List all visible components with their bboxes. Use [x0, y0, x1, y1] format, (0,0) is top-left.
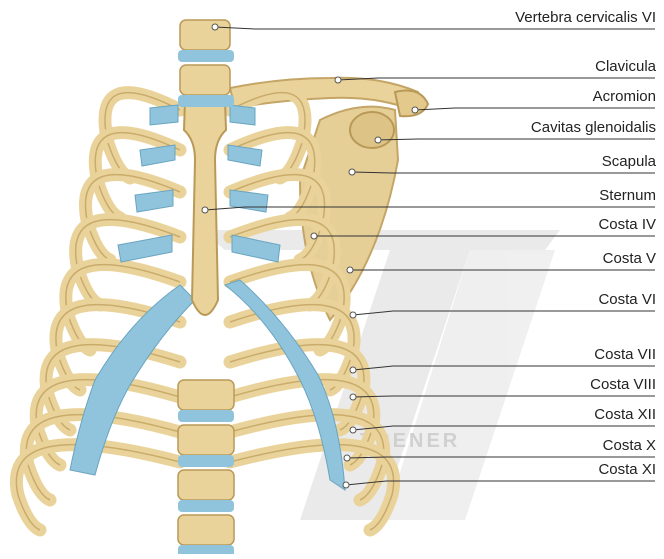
leader-dot: [311, 233, 317, 239]
vertebra: [178, 470, 234, 500]
leader-line: [352, 172, 655, 173]
vertebra: [178, 515, 234, 545]
leader-line: [378, 139, 655, 140]
vertebra: [178, 380, 234, 410]
leader-dot: [347, 267, 353, 273]
vertebra: [178, 425, 234, 455]
label-scapula: Scapula: [602, 153, 656, 171]
sternum: [184, 96, 226, 315]
leader-dot: [335, 77, 341, 83]
intervertebral-disc: [178, 410, 234, 422]
intervertebral-disc: [178, 500, 234, 512]
leader-dot: [202, 207, 208, 213]
leader-dot: [350, 394, 356, 400]
leader-dot: [350, 427, 356, 433]
vertebra: [180, 65, 230, 95]
intervertebral-disc: [178, 50, 234, 62]
label-acromion: Acromion: [593, 88, 656, 106]
label-costa-xi: Costa XI: [598, 461, 656, 479]
leader-dot: [350, 312, 356, 318]
vertebra: [180, 20, 230, 50]
leader-dot: [344, 455, 350, 461]
leader-dot: [343, 482, 349, 488]
label-costa-viii: Costa VIII: [590, 376, 656, 394]
label-costa-xii: Costa XII: [594, 406, 656, 424]
leader-dot: [212, 24, 218, 30]
intervertebral-disc: [178, 455, 234, 467]
intervertebral-disc: [178, 95, 234, 107]
leader-dot: [412, 107, 418, 113]
label-clavicula: Clavicula: [595, 58, 656, 76]
leader-line: [415, 108, 655, 110]
cavitas-glenoidalis: [350, 112, 394, 148]
label-sternum: Sternum: [599, 187, 656, 205]
label-costa-v: Costa V: [603, 250, 656, 268]
label-cavitas-glenoidalis: Cavitas glenoidalis: [531, 119, 656, 137]
label-costa-iv: Costa IV: [598, 216, 656, 234]
label-vertebra-cervicalis-vi: Vertebra cervicalis VI: [515, 9, 656, 27]
leader-line: [205, 207, 655, 210]
leader-dot: [349, 169, 355, 175]
leader-line: [215, 27, 655, 29]
label-costa-x: Costa X: [603, 437, 656, 455]
leader-line: [338, 78, 655, 80]
label-costa-vi: Costa VI: [598, 291, 656, 309]
leader-dot: [350, 367, 356, 373]
acromion: [395, 91, 428, 117]
intervertebral-disc: [178, 545, 234, 554]
label-costa-vii: Costa VII: [594, 346, 656, 364]
leader-dot: [375, 137, 381, 143]
